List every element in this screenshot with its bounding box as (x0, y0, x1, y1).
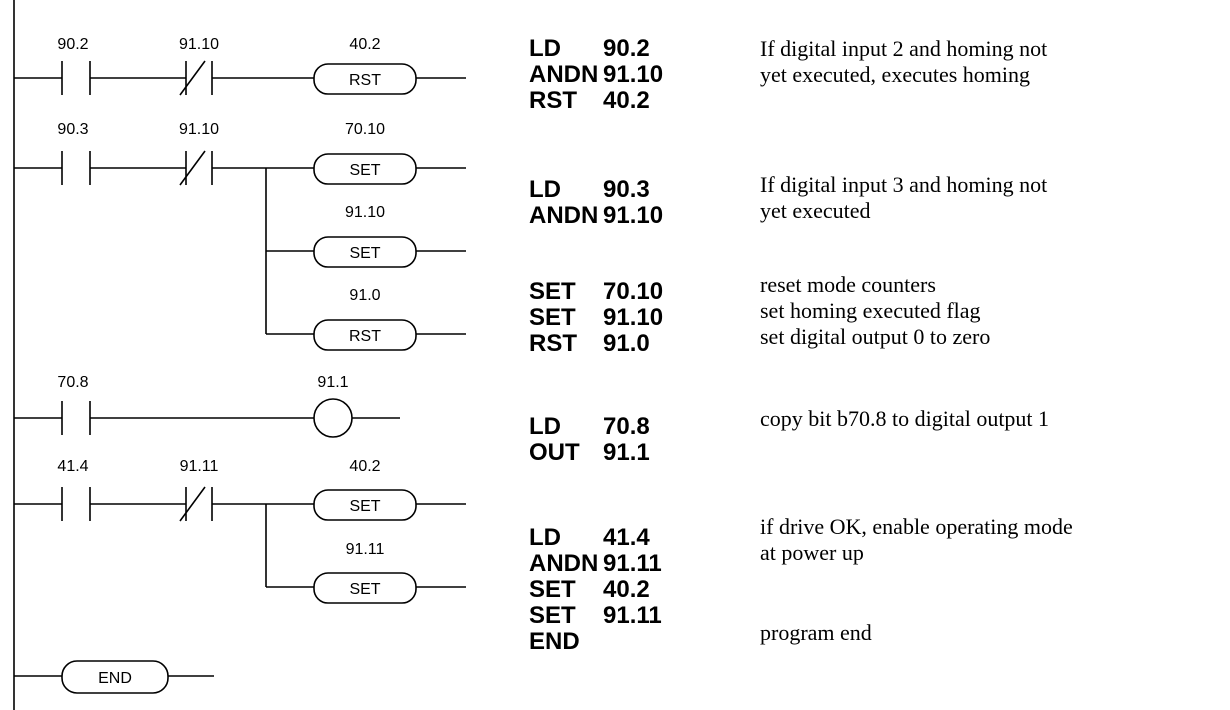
il-arg: 40.2 (603, 87, 650, 114)
il-arg: 91.10 (603, 61, 664, 88)
il-arg: 90.3 (603, 176, 650, 203)
coil-instruction: RST (349, 72, 381, 89)
comment: If digital input 3 and homing not (760, 172, 1048, 197)
coil-address: 40.2 (349, 458, 380, 475)
il-line: RST 91.0 (529, 331, 650, 357)
coil-address: 91.11 (346, 541, 385, 558)
coil-address: 91.0 (349, 287, 380, 304)
contact-address: 91.11 (180, 458, 219, 475)
il-arg: 40.2 (603, 576, 650, 603)
coil-box (313, 236, 417, 268)
coil-instruction: SET (349, 245, 380, 262)
il-line: OUT 91.1 (529, 440, 650, 466)
il-line: RST 40.2 (529, 88, 650, 114)
il-line: END (529, 629, 603, 655)
end-box (61, 660, 169, 694)
ladder-diagram: 90.2 91.10 RST 40.2 90.3 91.10 SET 70.10… (13, 0, 466, 710)
coil-address: 40.2 (349, 36, 380, 53)
coil-box (313, 153, 417, 185)
coil-address: 70.10 (345, 121, 385, 138)
il-line: SET 70.10 (529, 279, 663, 305)
il-arg: 91.0 (603, 330, 650, 357)
il-line: SET 40.2 (529, 577, 650, 603)
comment: yet executed (760, 198, 871, 223)
contact-address: 91.10 (179, 36, 219, 53)
contact-address: 91.10 (179, 121, 219, 138)
coil-address: 91.1 (317, 374, 348, 391)
il-arg: 91.10 (603, 202, 664, 229)
comment: if drive OK, enable operating mode (760, 514, 1073, 539)
contact-address: 70.8 (57, 374, 88, 391)
il-arg: 70.10 (603, 278, 664, 305)
il-op: SET (529, 576, 576, 603)
contact-no (61, 61, 91, 95)
contact-address: 90.3 (57, 121, 88, 138)
il-op: ANDN (529, 61, 599, 88)
il-op: LD (529, 524, 561, 551)
contact-no (61, 401, 91, 435)
rung-3: 70.8 91.1 (14, 374, 400, 438)
rung-1: 90.2 91.10 RST 40.2 (14, 36, 466, 96)
comment: set homing executed flag (760, 298, 981, 323)
comment: set digital output 0 to zero (760, 324, 991, 349)
rung-4: 41.4 91.11 SET 40.2 SET 91.11 (14, 458, 466, 604)
il-arg: 41.4 (603, 524, 650, 551)
contact-address: 90.2 (57, 36, 88, 53)
coil-box (313, 489, 417, 521)
il-line: LD 41.4 (529, 525, 650, 551)
il-arg: 90.2 (603, 35, 650, 62)
contact-no (61, 487, 91, 521)
comment: If digital input 2 and homing not (760, 36, 1048, 61)
il-op: RST (529, 330, 577, 357)
contact-no (61, 151, 91, 185)
comment: program end (760, 620, 872, 645)
comment: at power up (760, 540, 864, 565)
il-line: LD 90.2 (529, 36, 650, 62)
il-op: END (529, 628, 580, 655)
end-instruction: END (98, 670, 132, 687)
il-arg: 70.8 (603, 413, 650, 440)
coil-box (313, 63, 417, 95)
il-op: LD (529, 35, 561, 62)
rung-5: END (14, 660, 214, 694)
il-arg: 91.11 (603, 550, 662, 577)
coil-instruction: SET (349, 498, 380, 515)
il-op: LD (529, 176, 561, 203)
il-op: SET (529, 278, 576, 305)
rung-2: 90.3 91.10 SET 70.10 SET 91.10 RST 91.0 (14, 121, 466, 351)
coil-instruction: SET (349, 162, 380, 179)
coil-instruction: SET (349, 581, 380, 598)
il-line: LD 70.8 (529, 414, 650, 440)
il-arg: 91.10 (603, 304, 664, 331)
il-op: SET (529, 304, 576, 331)
il-line: SET 91.10 (529, 305, 663, 331)
il-op: SET (529, 602, 576, 629)
coil-box (313, 319, 417, 351)
il-arg: 91.1 (603, 439, 650, 466)
il-op: ANDN (529, 550, 599, 577)
coil-address: 91.10 (345, 204, 385, 221)
output-coil (313, 398, 353, 438)
coil-instruction: RST (349, 328, 381, 345)
coil-box (313, 572, 417, 604)
il-arg: 91.11 (603, 602, 662, 629)
comment: yet executed, executes homing (760, 62, 1031, 87)
il-line: LD 90.3 (529, 177, 650, 203)
comment: reset mode counters (760, 272, 936, 297)
il-op: RST (529, 87, 577, 114)
comment: copy bit b70.8 to digital output 1 (760, 406, 1050, 431)
il-line: SET 91.11 (529, 603, 662, 629)
il-op: ANDN (529, 202, 599, 229)
contact-address: 41.4 (57, 458, 88, 475)
il-op: OUT (529, 439, 580, 466)
il-op: LD (529, 413, 561, 440)
